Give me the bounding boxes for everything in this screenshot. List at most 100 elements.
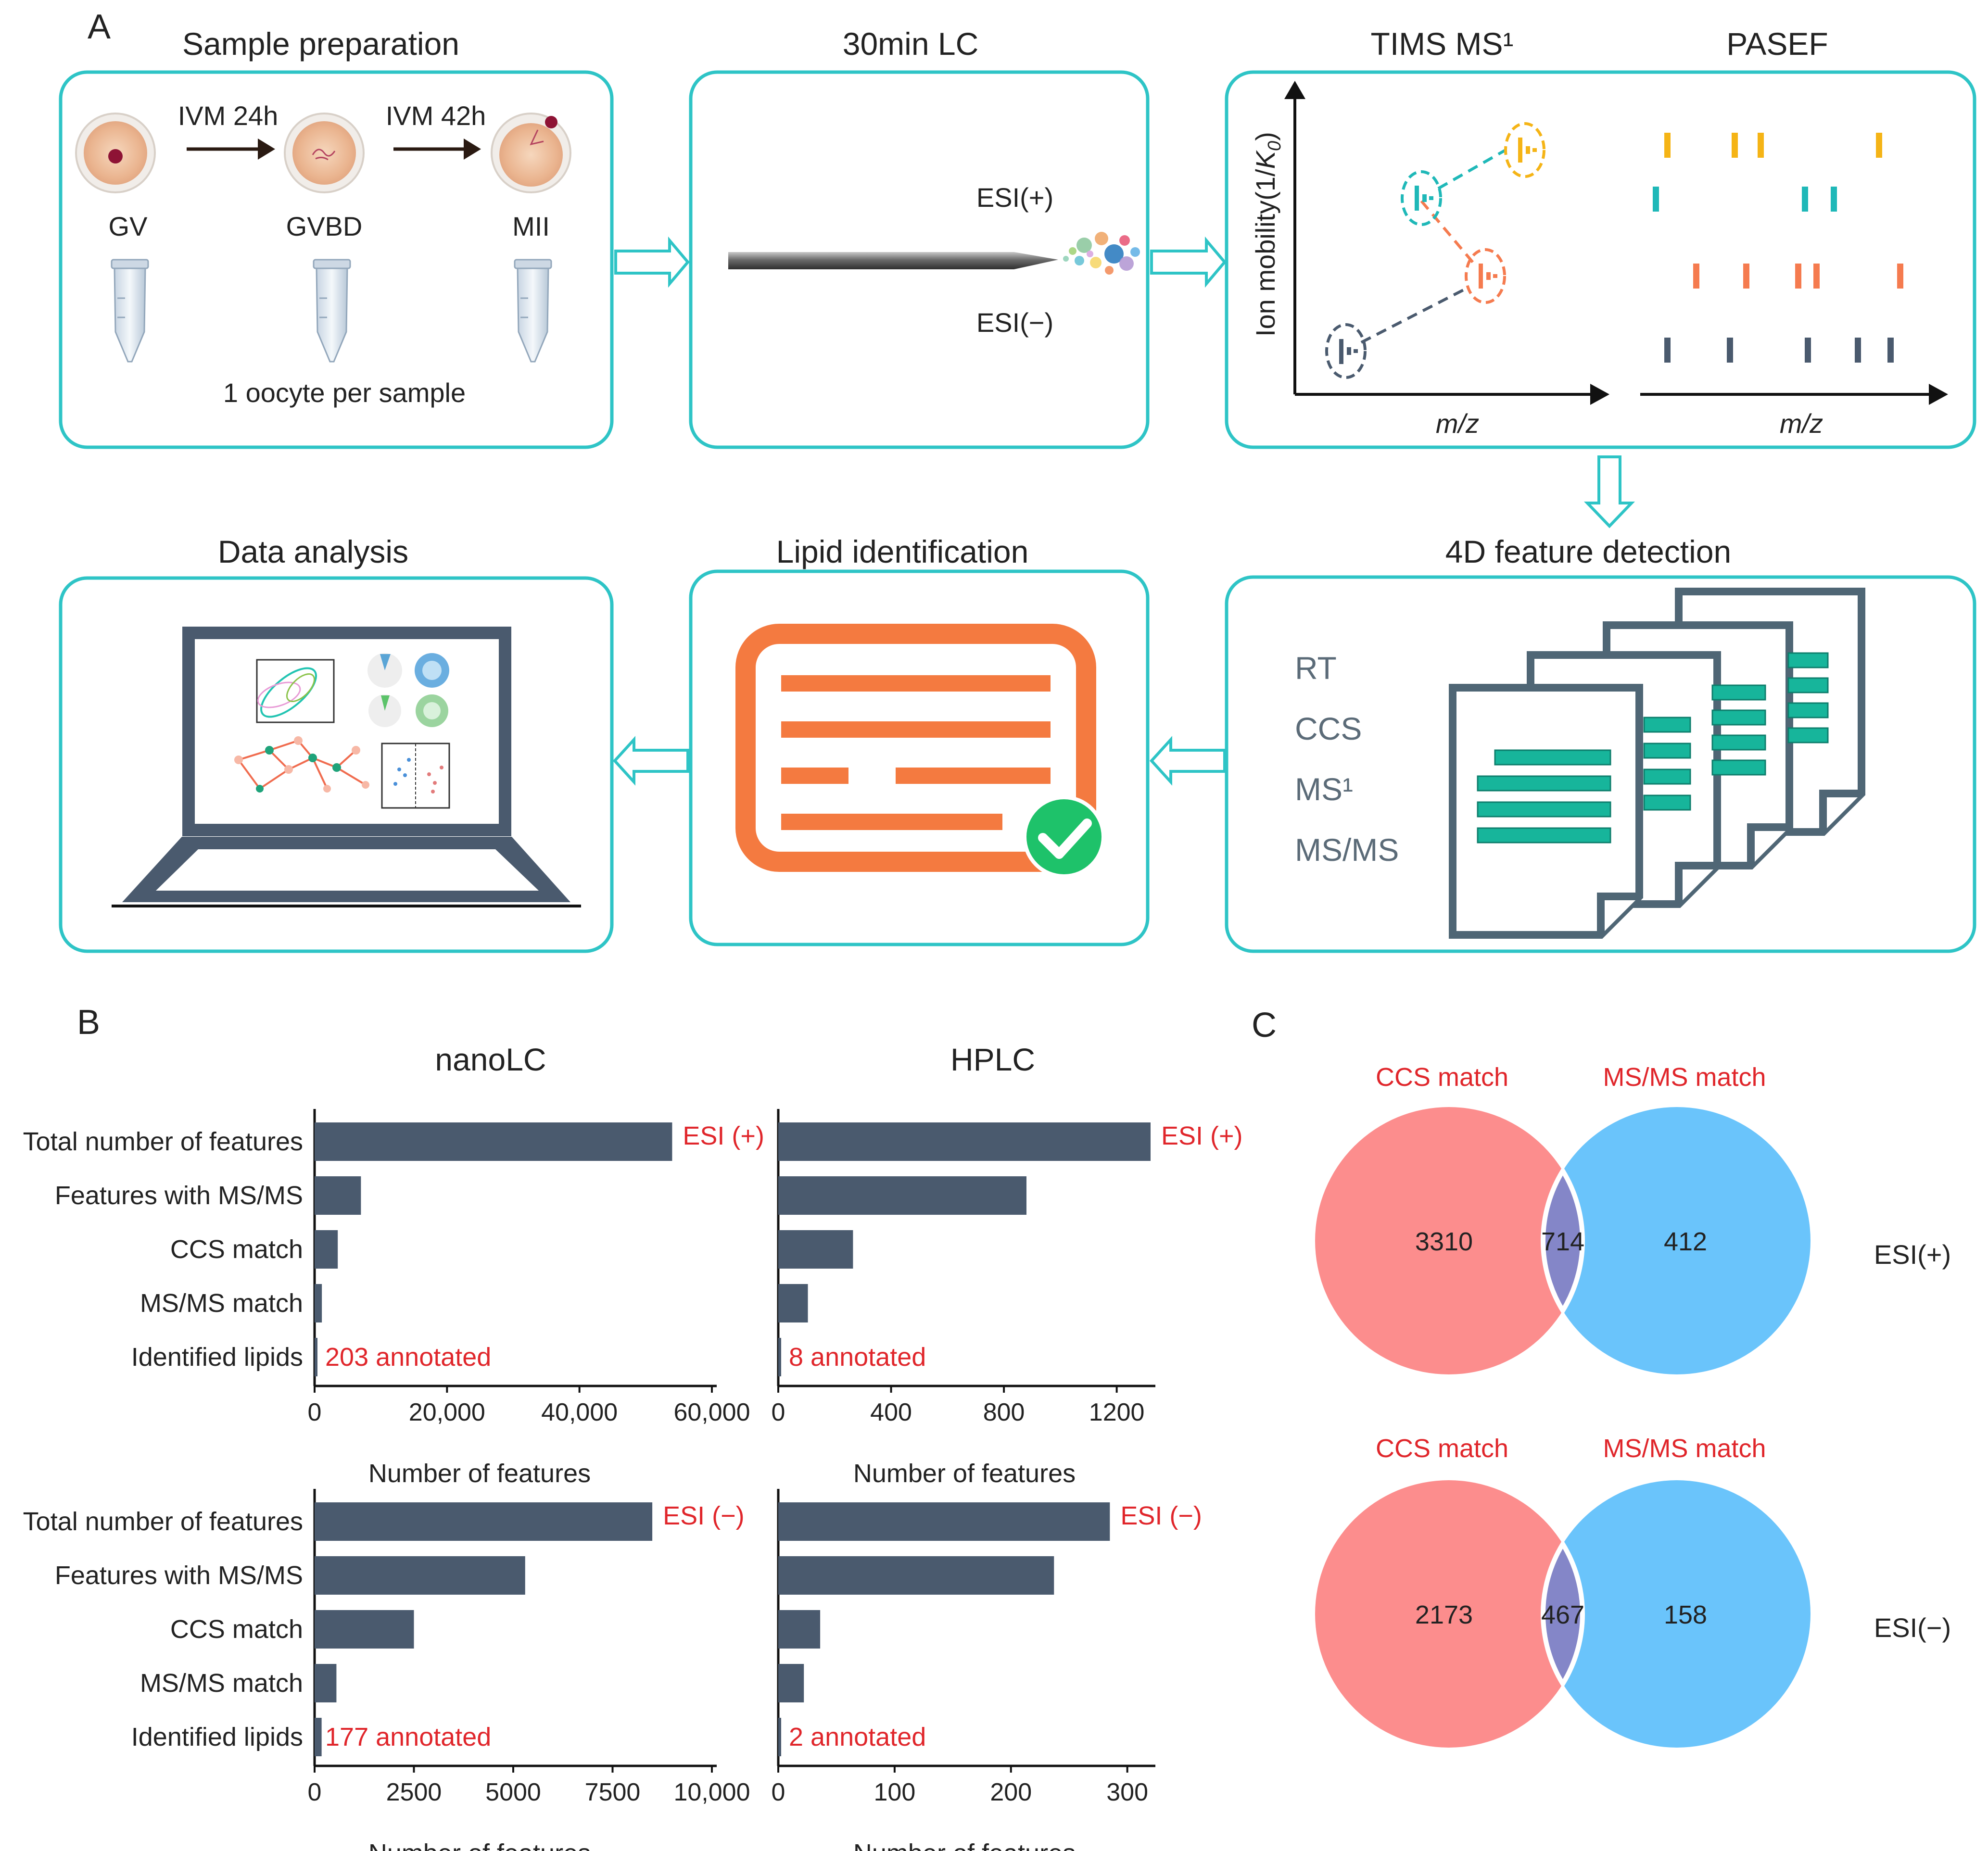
category-label: MS/MS match [140,1289,303,1318]
ion-trajectory [1360,149,1507,344]
oocyte-gvbd [284,113,365,193]
x-axis-title: Number of features [853,1839,1076,1851]
annotation-label: 203 annotated [325,1343,491,1372]
ion-cluster-orange [1465,248,1506,304]
arrow-down [1583,455,1635,529]
pasef-xlabel: m/z [1780,408,1823,439]
x-tick-label: 40,000 [541,1398,618,1426]
document-lines [1477,652,1829,844]
analysis-box [59,576,614,953]
venn-overlap-lens [1541,1539,1585,1688]
bar-3 [778,1230,853,1269]
category-label: Identified lipids [131,1723,303,1751]
venn-right-circle [1543,1480,1811,1748]
category-label: Total number of features [23,1127,303,1156]
x-tick-label: 200 [990,1778,1032,1806]
spray-droplets-icon [1063,232,1140,275]
feature-box [1225,575,1976,953]
stage-gv: GV [109,211,148,241]
venn-right-count: 158 [1664,1600,1707,1629]
venn-left-label: CCS match [1376,1063,1508,1092]
tube-icon [514,259,552,363]
pasef-axis [1640,384,1948,405]
x-tick-label: 0 [772,1778,785,1806]
bar-1 [315,1122,672,1161]
arrow-right-2 [1150,236,1227,288]
feature-item-ccs: CCS [1295,711,1362,746]
pasef-title: PASEF [1726,26,1828,62]
esi-pos-label: ESI(+) [976,182,1053,213]
venn-left-circle [1315,1480,1583,1748]
x-tick-label: 0 [308,1778,322,1806]
tube-icon [111,259,149,363]
lc-title: 30min LC [843,26,978,62]
x-axis-title: Number of features [853,1459,1076,1488]
venn-left-label: CCS match [1376,1434,1508,1463]
bar-1 [778,1122,1151,1161]
x-tick-label: 10,000 [673,1778,750,1806]
sample-prep-title: Sample preparation [182,26,459,62]
series-label: ESI (+) [683,1121,764,1150]
bar-2 [778,1556,1054,1595]
panel-label-a: A [88,8,111,46]
bar-5 [778,1338,781,1376]
x-tick-label: 0 [308,1398,322,1426]
nano-needle-icon [728,252,1058,269]
lipid-title: Lipid identification [776,534,1029,569]
x-axis-title: Number of features [368,1839,591,1851]
venn-overlap-lens [1541,1166,1585,1315]
x-tick-label: 5000 [485,1778,541,1806]
feature-item-ms1: MS¹ [1295,771,1353,807]
bar-2 [778,1176,1026,1215]
venn-left-count: 2173 [1415,1600,1473,1629]
ion-cluster-dark [1325,323,1367,379]
arrow-left-1 [1149,736,1226,786]
analysis-title: Data analysis [218,534,408,569]
lipid-box [689,569,1150,946]
x-tick-label: 60,000 [673,1398,750,1426]
series-label: ESI (+) [1161,1121,1243,1150]
oocyte-gv [75,113,156,193]
tims-ylabel: Ion mobility(1/K0) [1250,132,1285,337]
ion-cluster-teal [1401,170,1442,226]
feature-title: 4D feature detection [1445,534,1731,569]
ivm-42h-label: IVM 42h [386,101,486,131]
oocyte-mii [491,113,571,193]
series-label: ESI (−) [1120,1501,1202,1530]
category-label: Features with MS/MS [55,1561,303,1590]
x-tick-label: 2500 [386,1778,442,1806]
nanolc-title: nanoLC [435,1042,546,1077]
ivm-arrows [187,139,481,160]
x-tick-label: 400 [870,1398,912,1426]
venn-left-count: 3310 [1415,1227,1473,1256]
category-label: CCS match [170,1615,303,1644]
bar-4 [778,1284,808,1322]
category-label: Total number of features [23,1507,303,1536]
x-tick-label: 0 [772,1398,785,1426]
ion-cluster-yellow [1504,122,1545,178]
x-tick-label: 1200 [1089,1398,1145,1426]
tube-icon [313,259,351,363]
tims-title: TIMS MS¹ [1371,26,1514,62]
x-tick-label: 20,000 [409,1398,485,1426]
panel-label-b: B [77,1003,100,1042]
bar-2 [315,1176,361,1215]
venn-both-count: 467 [1541,1600,1584,1629]
bar-5 [778,1718,781,1756]
x-tick-label: 100 [874,1778,915,1806]
arrow-left-2 [612,736,689,786]
bar-1 [315,1502,653,1541]
ivm-24h-label: IVM 24h [178,101,279,131]
x-tick-label: 300 [1106,1778,1148,1806]
venn-mode-label: ESI(+) [1874,1239,1951,1270]
ion-clusters [1325,122,1545,379]
tube-icons [111,259,552,363]
arrow-right-1 [614,236,690,288]
sample-note: 1 oocyte per sample [223,378,466,408]
